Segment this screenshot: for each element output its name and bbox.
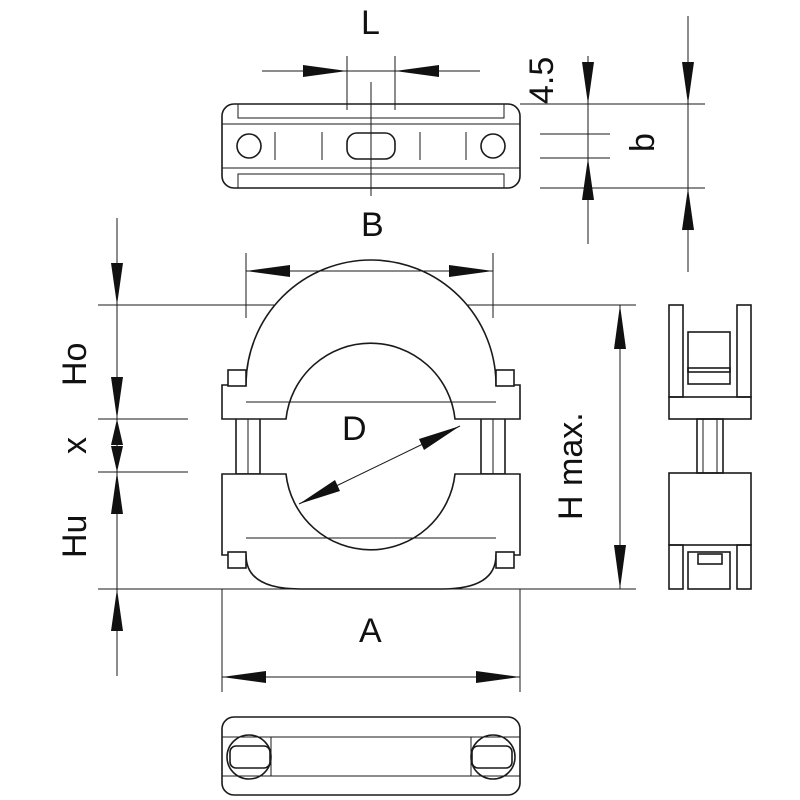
- label-Hu: Hu: [56, 515, 94, 558]
- label-L: L: [361, 4, 380, 42]
- top-view: [221, 16, 705, 272]
- label-b: b: [624, 133, 662, 152]
- label-H-max: H max.: [552, 412, 590, 520]
- label-A: A: [359, 612, 382, 650]
- label-4-5: 4.5: [523, 57, 561, 104]
- front-view: [98, 218, 636, 692]
- label-B: B: [361, 206, 384, 244]
- bottom-view: [221, 716, 521, 796]
- label-D: D: [342, 410, 367, 448]
- label-Ho: Ho: [56, 343, 94, 386]
- label-x: x: [56, 437, 94, 454]
- side-view: [668, 304, 752, 590]
